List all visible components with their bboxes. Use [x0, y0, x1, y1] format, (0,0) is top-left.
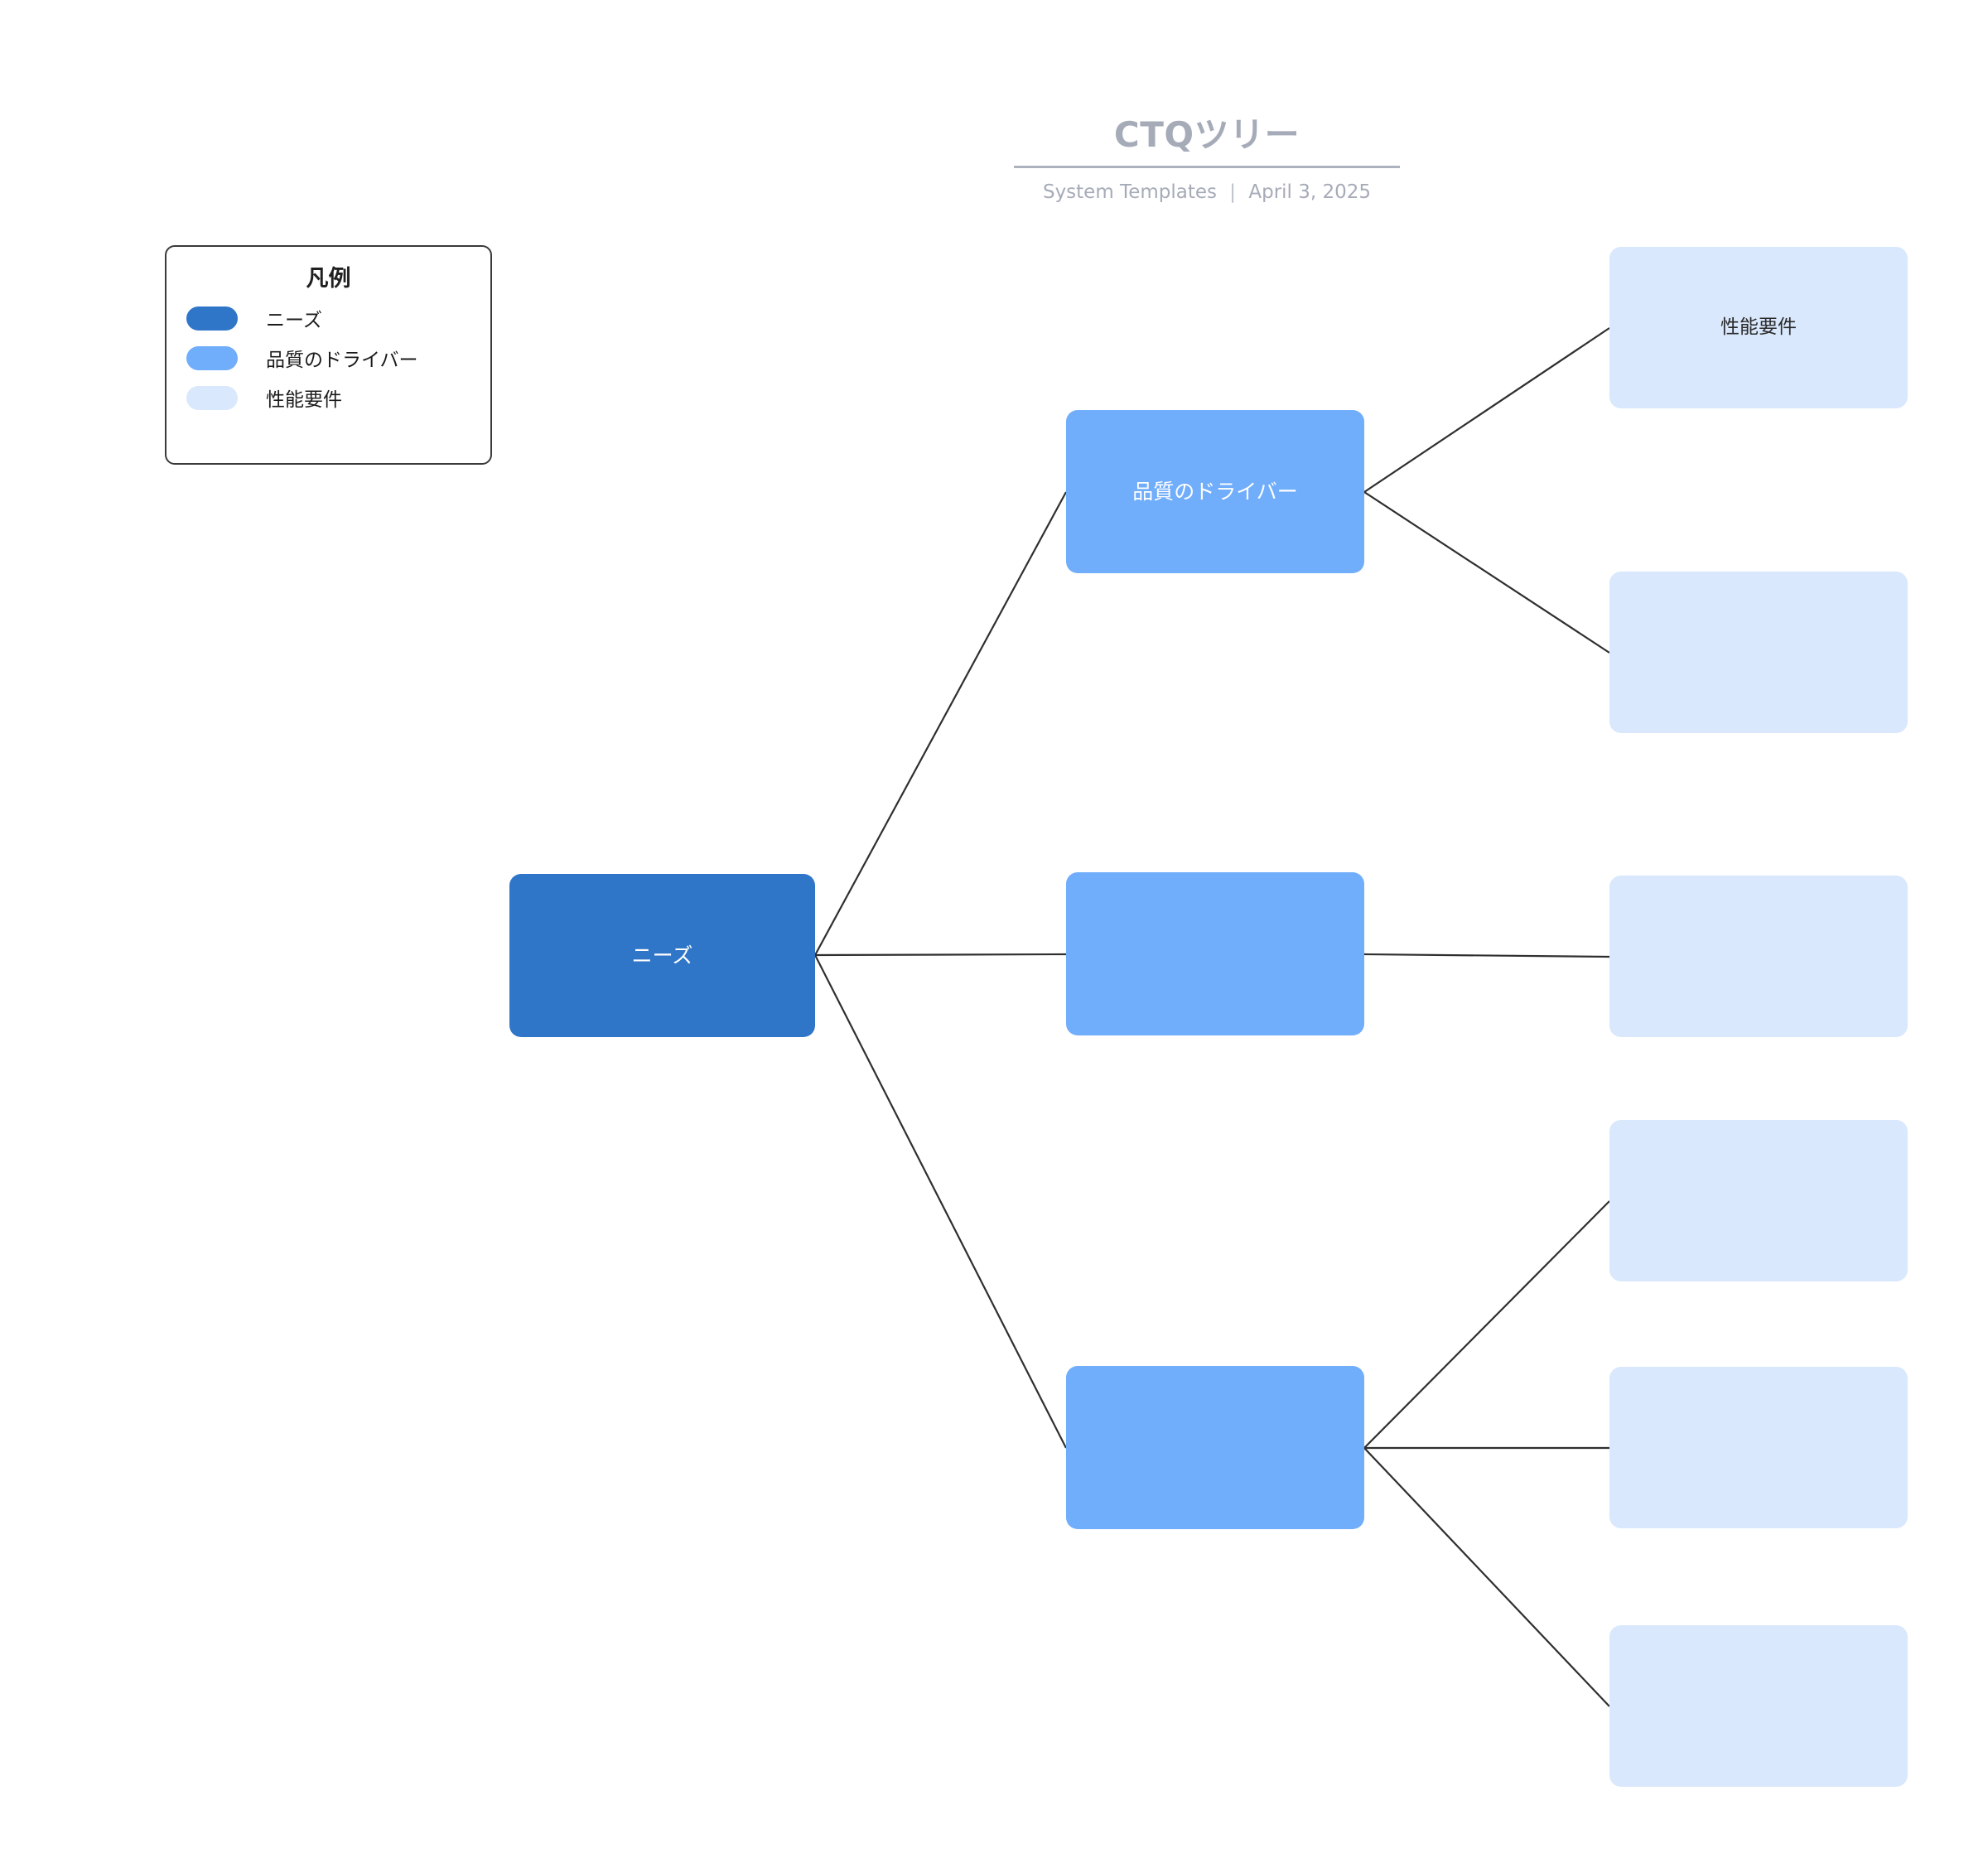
node-quality-driver-3[interactable]: [1066, 1366, 1364, 1529]
legend-swatch-need: [186, 306, 238, 331]
node-need-root[interactable]: ニーズ: [509, 874, 815, 1037]
node-performance-requirement-2[interactable]: [1609, 572, 1908, 733]
document-subtitle: System Templates | April 3, 2025: [939, 181, 1474, 203]
legend-item-need: ニーズ: [166, 304, 490, 332]
page-title: CTQツリー: [1113, 114, 1300, 155]
title-divider: [1014, 166, 1400, 169]
subtitle-separator: |: [1229, 181, 1237, 204]
node-performance-requirement-5[interactable]: [1609, 1367, 1908, 1528]
tree-edge-driver-1-to-requirement-2: [1363, 491, 1610, 654]
legend-swatch-requirement: [186, 385, 238, 410]
node-performance-requirement-1[interactable]: 性能要件: [1609, 247, 1908, 408]
tree-edge-driver-1-to-requirement-1: [1363, 327, 1610, 493]
tree-edge-root-to-driver-3: [814, 954, 1067, 1449]
legend-label-driver: 品質のドライバー: [266, 350, 418, 371]
node-performance-requirement-1-label: 性能要件: [1720, 316, 1797, 338]
legend-swatch-driver: [186, 345, 238, 370]
legend-item-requirement: 性能要件: [166, 384, 490, 412]
node-performance-requirement-6[interactable]: [1609, 1625, 1908, 1787]
node-performance-requirement-3[interactable]: [1609, 876, 1908, 1037]
node-quality-driver-1[interactable]: 品質のドライバー: [1066, 410, 1364, 573]
legend-label-need: ニーズ: [266, 310, 322, 331]
tree-edge-root-to-driver-1: [814, 491, 1067, 956]
subtitle-date: April 3, 2025: [1248, 181, 1372, 204]
legend-item-driver: 品質のドライバー: [166, 344, 490, 372]
legend-label-requirement: 性能要件: [266, 389, 342, 411]
node-quality-driver-1-label: 品質のドライバー: [1132, 479, 1298, 504]
tree-edge-root-to-driver-2: [814, 953, 1067, 957]
legend-panel: 凡例 ニーズ 品質のドライバー 性能要件: [165, 245, 492, 465]
subtitle-source: System Templates: [1042, 181, 1217, 204]
node-need-root-label: ニーズ: [631, 943, 693, 968]
document-header: CTQツリー System Templates | April 3, 2025: [939, 114, 1474, 203]
tree-edge-driver-2-to-requirement-3: [1363, 953, 1610, 958]
tree-edge-driver-3-to-requirement-6: [1363, 1447, 1610, 1707]
legend-title: 凡例: [306, 266, 351, 292]
tree-edge-driver-3-to-requirement-4: [1363, 1200, 1610, 1449]
node-performance-requirement-4[interactable]: [1609, 1120, 1908, 1281]
node-quality-driver-2[interactable]: [1066, 872, 1364, 1035]
